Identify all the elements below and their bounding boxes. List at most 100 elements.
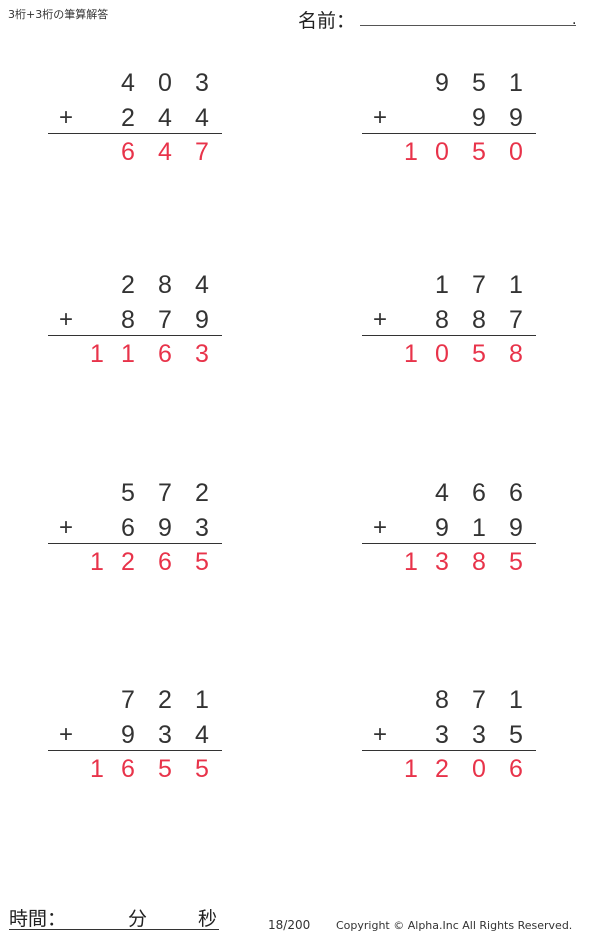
answer-digit: 6 <box>158 340 172 368</box>
answer-digit: 1 <box>90 755 104 783</box>
second-addend-digit: 9 <box>158 514 172 542</box>
first-addend-digit: 7 <box>158 479 172 507</box>
second-addend-digit: 1 <box>472 514 486 542</box>
name-field-line[interactable] <box>360 25 576 26</box>
second-addend-digit: 8 <box>121 306 135 334</box>
answer-digit: 5 <box>195 755 209 783</box>
first-addend-digit: 2 <box>158 686 172 714</box>
second-addend-digit: 9 <box>435 514 449 542</box>
answer-digit: 8 <box>509 340 523 368</box>
second-addend-digit: 9 <box>509 104 523 132</box>
second-addend-digit: 3 <box>435 721 449 749</box>
first-addend-digit: 1 <box>509 686 523 714</box>
answer-digit: 5 <box>195 548 209 576</box>
time-label: 時間： <box>9 908 67 930</box>
second-addend-digit: 8 <box>435 306 449 334</box>
second-addend-digit: 4 <box>195 721 209 749</box>
second-addend-digit: 2 <box>121 104 135 132</box>
worksheet-title: 3桁+3桁の筆算解答 <box>8 8 109 21</box>
first-addend-digit: 6 <box>509 479 523 507</box>
second-addend-digit: 3 <box>158 721 172 749</box>
first-addend-digit: 1 <box>435 271 449 299</box>
first-addend-digit: 4 <box>435 479 449 507</box>
time-field-line[interactable] <box>9 929 219 930</box>
answer-digit: 5 <box>472 138 486 166</box>
sum-rule-line <box>48 543 222 544</box>
answer-digit: 5 <box>472 340 486 368</box>
first-addend-digit: 2 <box>195 479 209 507</box>
second-addend-digit: 7 <box>158 306 172 334</box>
answer-digit: 0 <box>435 340 449 368</box>
second-addend-digit: 9 <box>195 306 209 334</box>
answer-digit: 0 <box>472 755 486 783</box>
answer-digit: 1 <box>404 340 418 368</box>
answer-digit: 5 <box>158 755 172 783</box>
plus-operator: + <box>372 721 387 748</box>
sum-rule-line <box>362 133 536 134</box>
first-addend-digit: 8 <box>158 271 172 299</box>
sum-rule-line <box>362 750 536 751</box>
sum-rule-line <box>48 750 222 751</box>
first-addend-digit: 7 <box>472 686 486 714</box>
answer-digit: 1 <box>404 755 418 783</box>
plus-operator: + <box>58 306 73 333</box>
second-addend-digit: 3 <box>472 721 486 749</box>
first-addend-digit: 7 <box>121 686 135 714</box>
first-addend-digit: 9 <box>435 69 449 97</box>
second-addend-digit: 6 <box>121 514 135 542</box>
first-addend-digit: 0 <box>158 69 172 97</box>
second-addend-digit: 4 <box>158 104 172 132</box>
plus-operator: + <box>58 514 73 541</box>
first-addend-digit: 8 <box>435 686 449 714</box>
plus-operator: + <box>372 514 387 541</box>
first-addend-digit: 4 <box>121 69 135 97</box>
answer-digit: 1 <box>404 138 418 166</box>
first-addend-digit: 1 <box>195 686 209 714</box>
second-addend-digit: 7 <box>509 306 523 334</box>
second-addend-digit: 3 <box>195 514 209 542</box>
answer-digit: 8 <box>472 548 486 576</box>
first-addend-digit: 5 <box>472 69 486 97</box>
first-addend-digit: 1 <box>509 271 523 299</box>
sum-rule-line <box>48 335 222 336</box>
answer-digit: 3 <box>435 548 449 576</box>
page-number: 18/200 <box>268 918 311 932</box>
first-addend-digit: 7 <box>472 271 486 299</box>
answer-digit: 1 <box>90 548 104 576</box>
plus-operator: + <box>372 306 387 333</box>
answer-digit: 3 <box>195 340 209 368</box>
seconds-label: 秒 <box>198 908 218 930</box>
answer-digit: 6 <box>509 755 523 783</box>
answer-digit: 1 <box>404 548 418 576</box>
name-end-mark: . <box>572 12 577 28</box>
answer-digit: 1 <box>90 340 104 368</box>
first-addend-digit: 4 <box>195 271 209 299</box>
sum-rule-line <box>48 133 222 134</box>
answer-digit: 0 <box>509 138 523 166</box>
